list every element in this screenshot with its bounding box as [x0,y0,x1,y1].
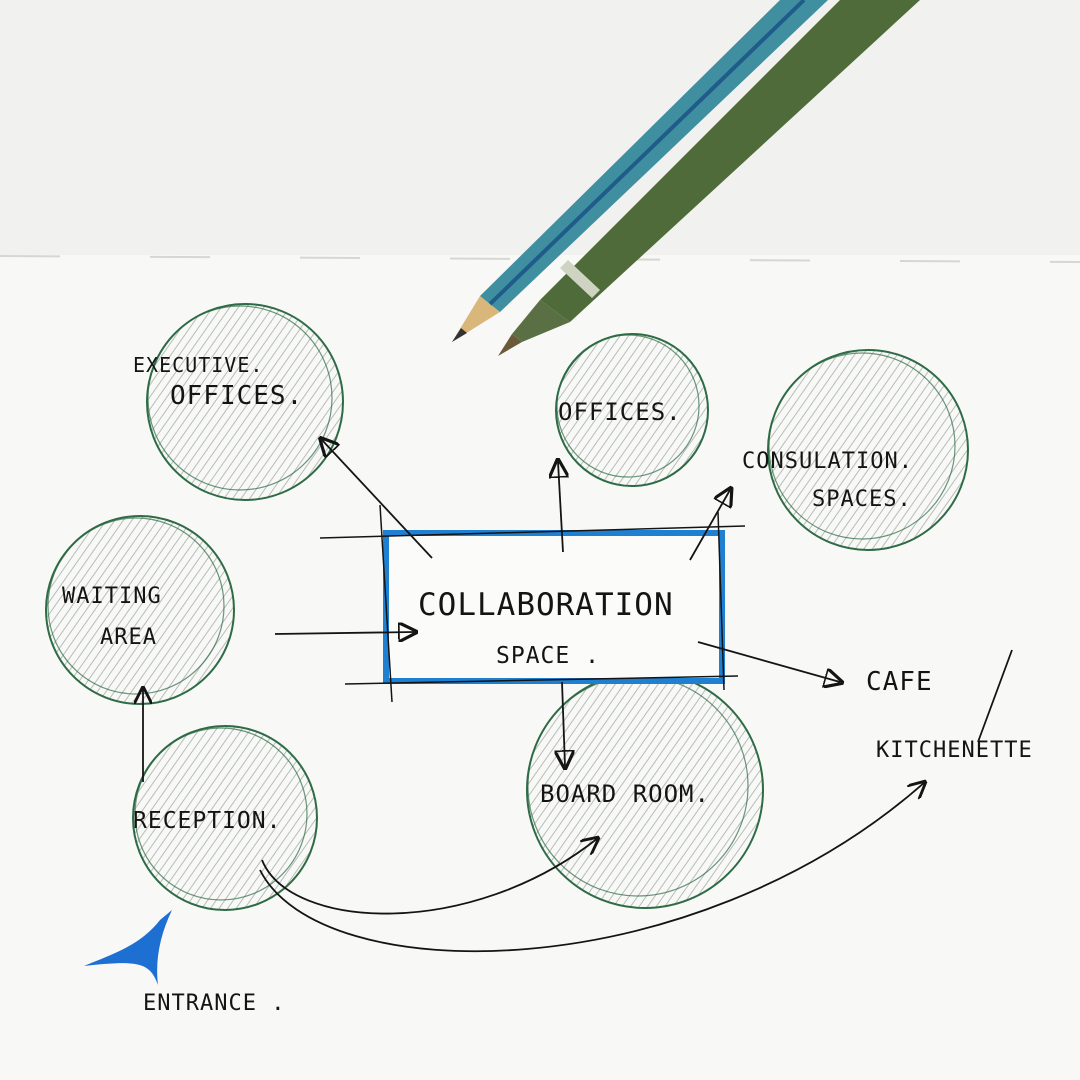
cafe-divider-stroke [977,649,1013,743]
paper-fold-line [0,255,1080,263]
arrow-to-offices [558,462,563,553]
label-executive-offices: OFFICES. [170,381,303,411]
label-cafe: CAFE [866,667,933,697]
label-offices: OFFICES. [558,398,682,426]
bubble-consultation-spaces [767,349,969,551]
label-spaces: SPACES. [812,487,912,512]
label-board-room: BOARD ROOM. [540,780,710,808]
arrow-to-consultation-spaces [689,490,730,561]
pen [498,0,920,356]
pencil [452,0,828,342]
entrance-marker [84,910,172,985]
label-area: AREA [100,625,157,650]
arrow-reception-to-kitchenette [259,782,925,953]
arrow-reception-to-board-room [261,838,598,915]
bubble-reception [132,725,318,911]
label-kitchenette: KITCHENETTE [876,738,1033,763]
label-collaboration: COLLABORATION [418,587,674,623]
label-space: SPACE . [496,643,600,669]
flow-arrows [143,440,1013,953]
bubble-offices [555,333,709,487]
label-consultation: CONSULATION. [742,449,913,474]
label-entrance: ENTRANCE . [143,991,285,1016]
collaboration-space-box [319,504,746,703]
label-waiting: WAITING [62,584,162,609]
bubble-executive-offices [146,303,344,501]
label-reception: RECEPTION. [133,808,281,834]
arrow-to-board-room [562,681,565,766]
arrow-waiting-to-collaboration [274,632,414,634]
label-executive: EXECUTIVE. [133,353,263,377]
arrow-to-executive-offices [322,440,433,559]
paper-top-sheet [0,0,1080,255]
bubble-waiting-area [45,515,235,705]
arrow-to-cafe [697,641,840,682]
